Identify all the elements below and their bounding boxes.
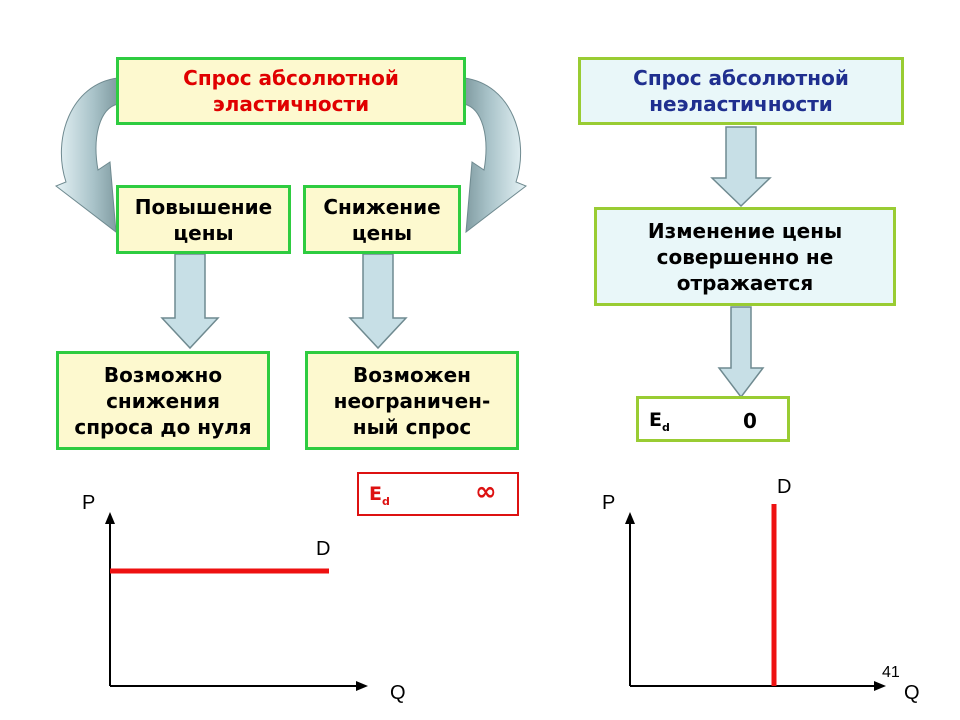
down-arrow-4 [717,306,765,399]
title-absolute-inelastic: Спрос абсолютной неэластичности [578,57,904,125]
left-graph-p-label: P [82,492,96,514]
curved-arrow-right [463,77,528,234]
right-graph-d-label: D [777,476,792,498]
result-unlimited-demand-box: Возможен неограничен- ный спрос [305,351,519,450]
curved-arrow-left [54,77,119,234]
infinity-symbol: ∞ [475,477,497,507]
graph-right [625,504,886,691]
left-graph-d-label: D [316,538,331,560]
price-change-no-effect-box: Изменение цены совершенно не отражается [594,207,896,306]
price-decrease-box: Снижение цены [303,185,461,254]
right-graph-q-label: Q [904,682,920,704]
zero-value: 0 [743,409,757,433]
elasticity-zero-box: Ed 0 [636,396,790,442]
title-absolute-elastic: Спрос абсолютной эластичности [116,57,466,125]
down-arrow-2 [348,253,408,350]
price-increase-box: Повышение цены [116,185,291,254]
elasticity-infinity-box: Ed ∞ [357,472,519,516]
elasticity-label: Ed [369,483,390,508]
elasticity-label: Ed [649,409,670,434]
down-arrow-1 [160,253,220,350]
graph-left [105,512,368,691]
left-graph-q-label: Q [390,682,406,704]
slide-number: 41 [882,664,900,681]
right-graph-p-label: P [602,492,616,514]
result-demand-zero-box: Возможно снижения спроса до нуля [56,351,270,450]
down-arrow-3 [710,126,772,208]
